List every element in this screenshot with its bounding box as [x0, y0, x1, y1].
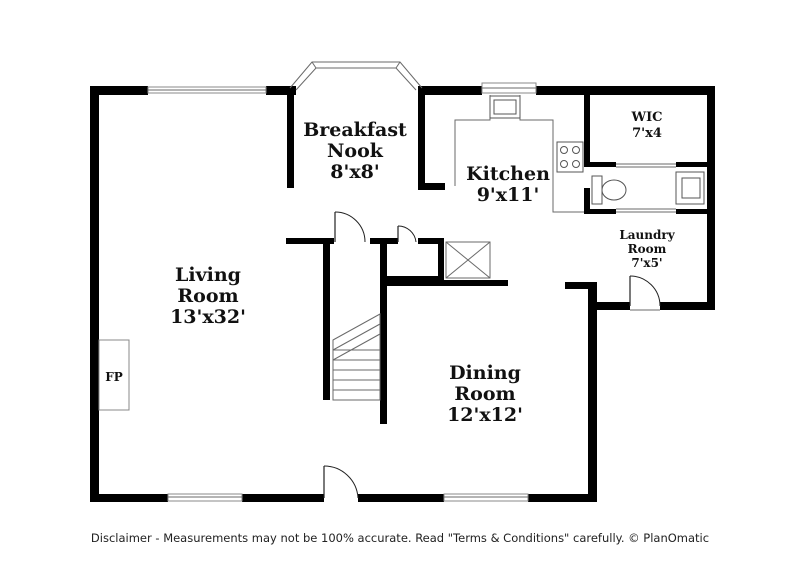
kitchen-name: Kitchen: [466, 163, 550, 185]
wall-laundry-bottom-left: [594, 302, 630, 310]
doors: [323, 163, 676, 499]
door-hall: [334, 211, 366, 243]
wall-bottom-3: [358, 494, 444, 502]
wall-hall-top-left: [286, 238, 334, 244]
wall-closet-right: [438, 238, 444, 280]
wall-top-kitchen-left: [418, 86, 482, 95]
wall-top-kitchen-right: [536, 86, 714, 95]
door-closet: [397, 225, 417, 243]
door-laundry: [629, 275, 661, 307]
wall-nook-left: [287, 86, 294, 188]
fireplace-label: FP: [105, 370, 123, 384]
kitchen-stove: [556, 141, 584, 173]
exterior-walls: [90, 86, 715, 502]
bay-window-outer: [289, 61, 423, 89]
wall-closet-top: [418, 238, 444, 244]
wic-size: 7'x4: [632, 126, 662, 141]
dining-room-name-1: Dining: [449, 362, 521, 384]
breakfast-nook-name-1: Breakfast: [303, 119, 407, 141]
wall-bath-left: [584, 188, 590, 212]
laundry-name-1: Laundry: [619, 228, 675, 242]
breakfast-nook-size: 8'x8': [330, 161, 379, 183]
wic-name: WIC: [630, 110, 662, 125]
interior-walls: [286, 95, 715, 424]
living-room-size: 13'x32': [170, 306, 246, 328]
wall-wic-left: [584, 95, 590, 167]
dining-room-size: 12'x12': [447, 404, 523, 426]
laundry-name-2: Room: [628, 242, 667, 256]
wall-bath-bottom-right: [676, 209, 715, 214]
wall-right: [707, 86, 715, 310]
kitchen-size: 9'x11': [477, 184, 540, 206]
wall-nook-right: [418, 86, 425, 189]
wall-laundry-bottom-right: [660, 302, 715, 310]
toilet-tank: [591, 175, 603, 205]
kitchen-fixtures: [454, 95, 584, 213]
toilet-icon: [601, 179, 627, 201]
wall-dining-top: [387, 280, 508, 286]
wall-bottom-1: [90, 494, 168, 502]
bath-fixtures: [591, 171, 705, 205]
wall-wic-bottom-right: [676, 162, 715, 167]
fireplace: FP: [98, 339, 130, 411]
bay-window-inner: [295, 67, 417, 91]
wall-nook-right-stub: [418, 183, 445, 190]
living-room-name-1: Living: [175, 264, 241, 286]
door-front: [323, 465, 359, 499]
wall-dining-right: [588, 282, 597, 502]
wall-stair-left: [323, 238, 330, 400]
closet: [445, 241, 491, 279]
wall-top-living-right: [266, 86, 296, 95]
laundry-size: 7'x5': [631, 256, 662, 270]
room-labels: Breakfast Nook 8'x8' Kitchen 9'x11' WIC …: [170, 110, 676, 426]
living-room-name-2: Room: [177, 285, 238, 307]
wall-stair-right: [380, 238, 387, 424]
wall-bottom-4: [528, 494, 597, 502]
wall-top-living-left: [90, 86, 148, 95]
dining-room-name-2: Room: [454, 383, 515, 405]
wall-bottom-2: [242, 494, 324, 502]
wall-wic-bottom-left: [584, 162, 616, 167]
windows: [147, 61, 537, 502]
wall-dining-right-stub: [565, 282, 597, 289]
wall-bath-bottom-left: [584, 209, 616, 214]
wall-left: [90, 86, 99, 502]
wall-closet-bottom: [387, 276, 444, 282]
disclaimer-text: Disclaimer - Measurements may not be 100…: [90, 531, 710, 545]
stairs: [332, 313, 381, 401]
breakfast-nook-name-2: Nook: [327, 140, 384, 162]
